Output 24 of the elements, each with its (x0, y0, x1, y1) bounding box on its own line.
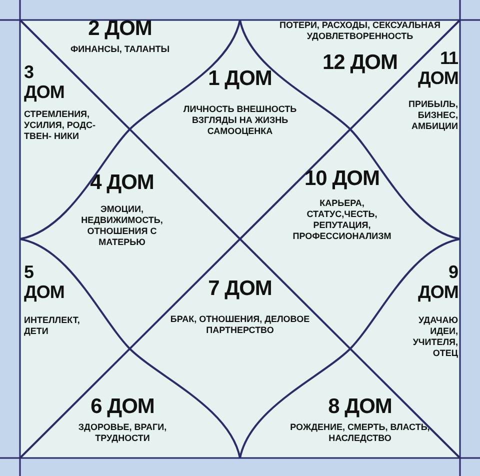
house-description: СТРЕМЛЕНИЯ, УСИЛИЯ, РОДС- ТВЕН- НИКИ (24, 109, 96, 142)
house-title: 5 ДОМ (24, 262, 64, 302)
house-title: 7 ДОМ (208, 278, 272, 300)
house-title: 1 ДОМ (208, 68, 272, 90)
house-description: УДАЧАЮ ИДЕИ, УЧИТЕЛЯ, ОТЕЦ (412, 315, 458, 359)
house-description: ИНТЕЛЛЕКТ, ДЕТИ (24, 315, 81, 337)
house-description: ФИНАНСЫ, ТАЛАНТЫ (69, 44, 171, 55)
house-description: КАРЬЕРА, СТАТУС,ЧЕСТЬ, РЕПУТАЦИЯ, ПРОФЕССИОНАЛИЗМ (292, 198, 392, 242)
house-description: ЛИЧНОСТЬ ВНЕШНОСТЬ ВЗГЛЯДЫ НА ЖИЗНЬ САМООЦЕНКА (182, 104, 298, 137)
house-description: РОЖДЕНИЕ, СМЕРТЬ, ВЛАСТЬ, НАСЛЕДСТВО (290, 422, 430, 444)
house-title: 4 ДОМ (90, 172, 154, 194)
house-title: 10 ДОМ (304, 168, 380, 190)
house-description: ПРИБЫЛЬ, БИЗНЕС, АМБИЦИИ (407, 99, 458, 132)
house-title: 12 ДОМ (322, 52, 398, 74)
house-description: БРАК, ОТНОШЕНИЯ, ДЕЛОВОЕ ПАРТНЕРСТВО (169, 314, 311, 336)
house-title: 2 ДОМ (88, 18, 152, 40)
house-description: ПОТЕРИ, РАСХОДЫ, СЕКСУАЛЬНАЯ УДОВЛЕТВОРЕННОСТЬ (278, 20, 442, 42)
house-description: ЗДОРОВЬЕ, ВРАГИ, ТРУДНОСТИ (77, 422, 168, 444)
house-description: ЭМОЦИИ, НЕДВИЖИМОСТЬ, ОТНОШЕНИЯ С МАТЕРЬЮ (80, 204, 164, 248)
house-title: 8 ДОМ (328, 396, 392, 418)
house-title: 11 ДОМ (418, 48, 458, 88)
house-title: 3 ДОМ (24, 62, 64, 102)
house-title: 6 ДОМ (90, 396, 154, 418)
house-title: 9 ДОМ (418, 262, 458, 302)
